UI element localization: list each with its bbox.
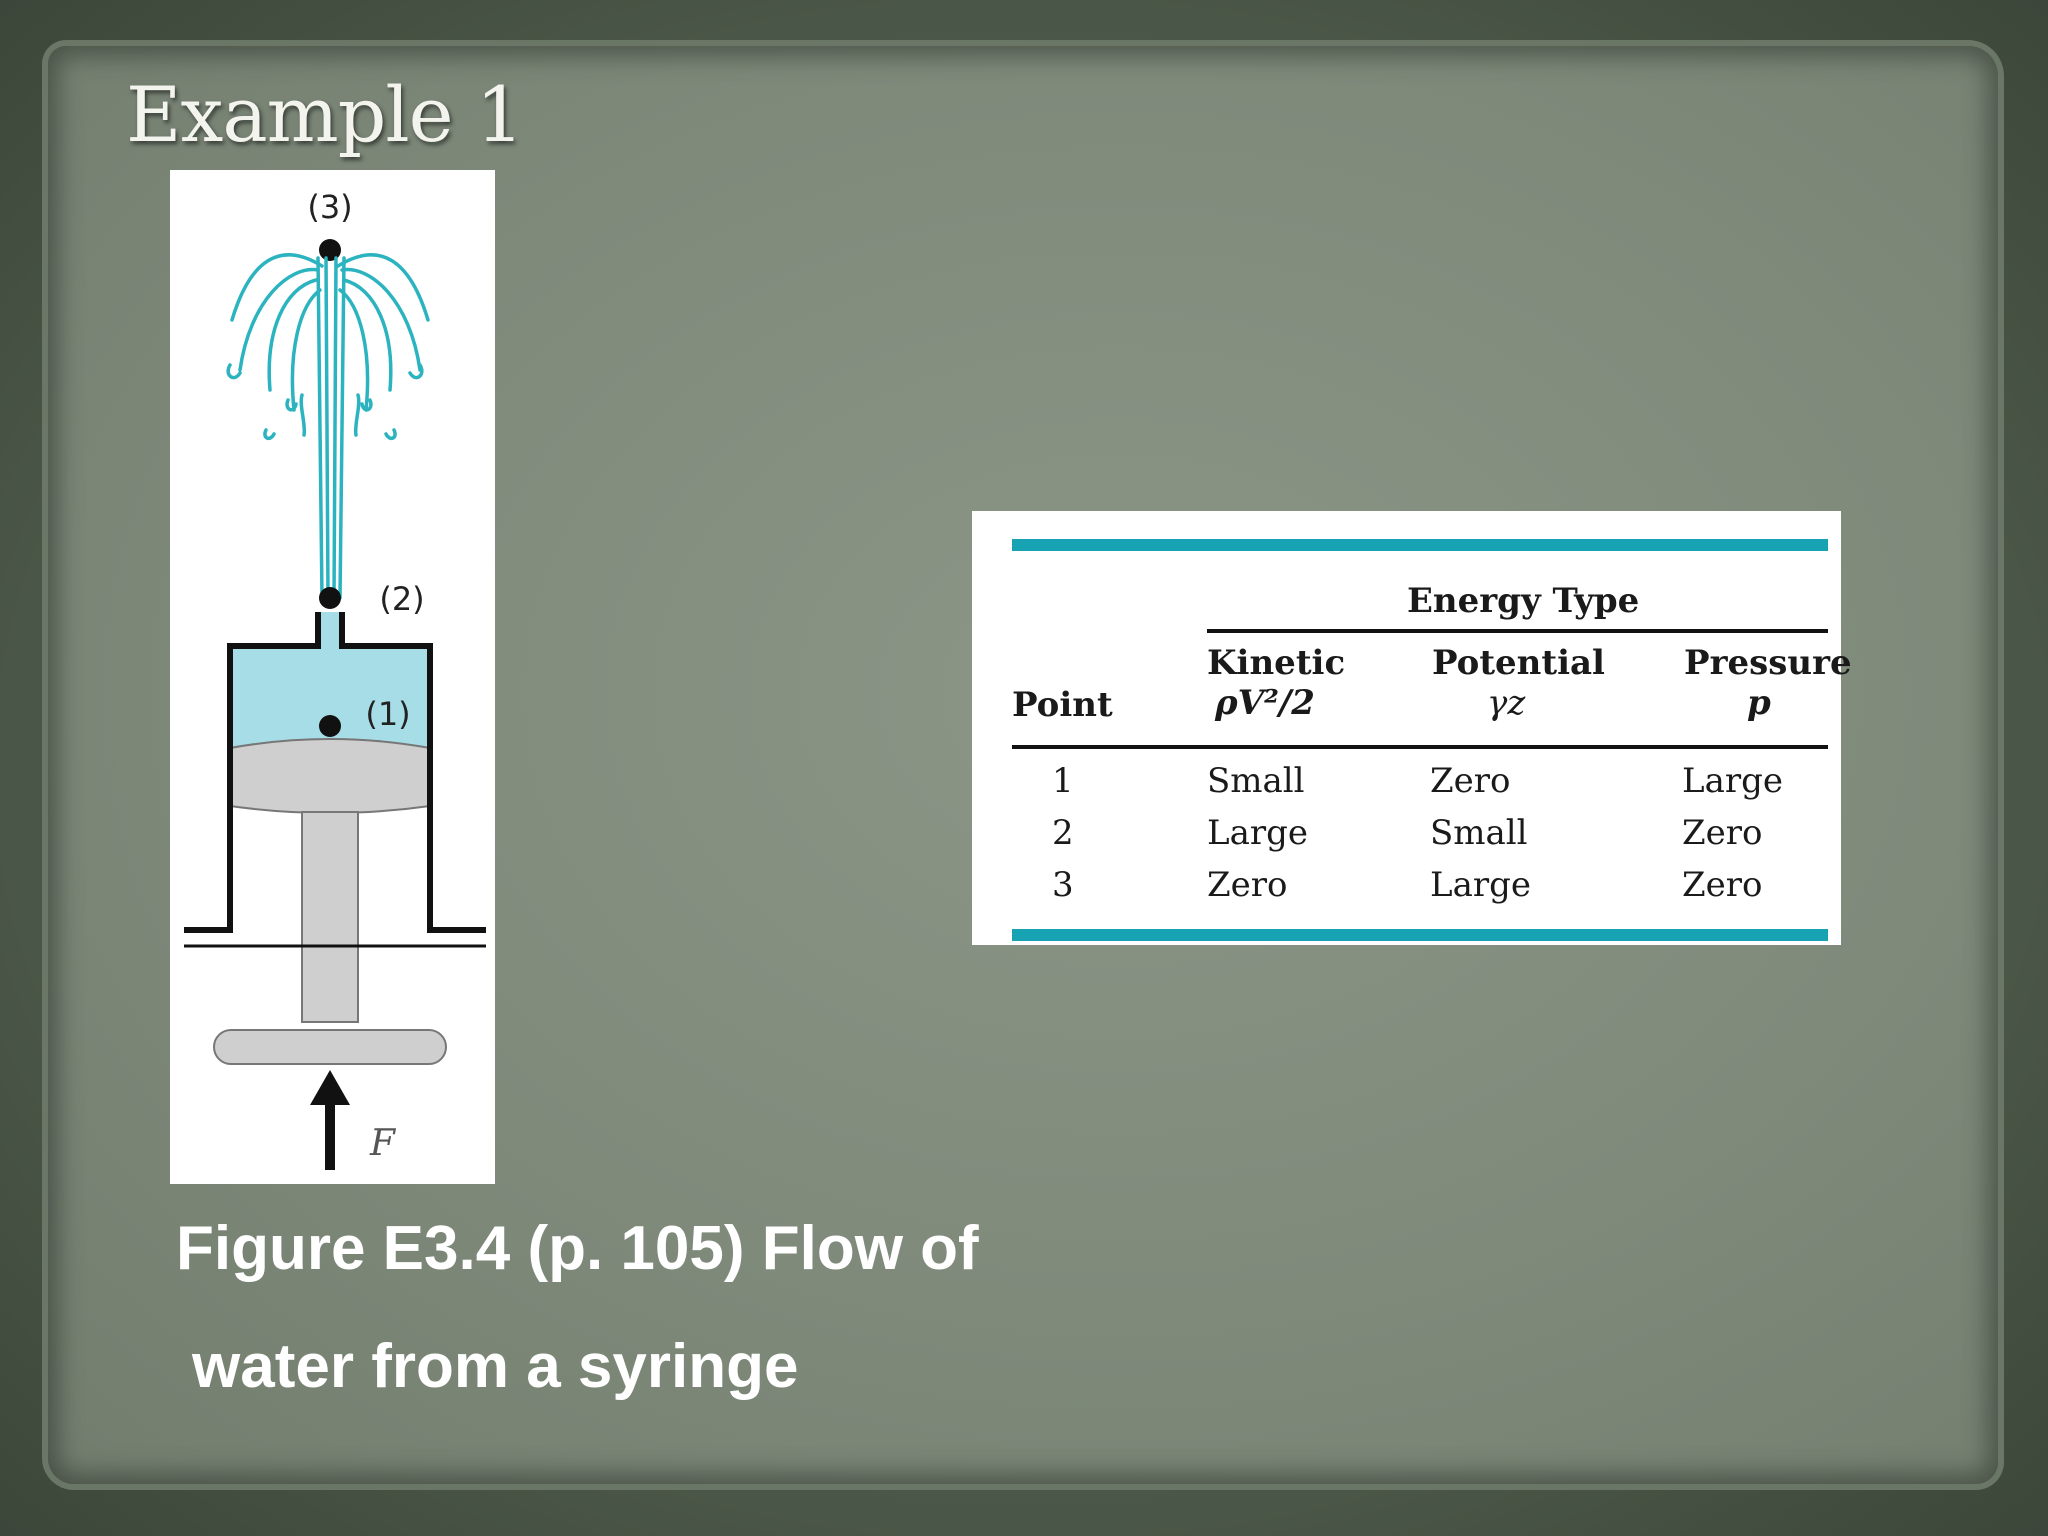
table-row-2-kinetic: Large [1207,813,1308,853]
point-3-marker [319,239,341,261]
header-body-rule [1012,745,1828,749]
table-row-1-potential: Zero [1430,761,1511,801]
table-top-bar [1012,539,1828,551]
table-row-1-kinetic: Small [1207,761,1305,801]
caption-line-1: Figure E3.4 (p. 105) Flow of [176,1214,979,1283]
label-point-1: (1) [365,695,410,733]
header-energy-type: Energy Type [1407,581,1640,621]
group-header-rule [1207,629,1828,633]
header-point: Point [1012,685,1113,725]
header-kinetic-symbol: ρV²/2 [1215,683,1315,723]
table-row-3-point: 3 [1052,865,1074,905]
label-point-3: (3) [307,188,352,226]
plunger-handle [213,1029,447,1065]
plunger-rod [301,811,359,1023]
syringe-figure: (3) (2) [170,170,495,1184]
table-row-3-pressure: Zero [1682,865,1763,905]
header-pressure: Pressure [1684,643,1852,683]
syringe-barrel [184,612,486,933]
table-row-3-potential: Large [1430,865,1531,905]
header-potential-symbol: γz [1487,683,1526,723]
table-row-3-kinetic: Zero [1207,865,1288,905]
syringe-diagram: (3) (2) [184,188,486,1170]
label-force: F [369,1123,397,1164]
energy-table-inner: Energy Type Point Kinetic ρV²/2 Potentia… [1012,529,1852,949]
table-row-1-pressure: Large [1682,761,1783,801]
force-arrow-head [310,1070,350,1105]
header-kinetic: Kinetic [1207,643,1346,683]
slide-title: Example 1 [126,70,524,159]
label-point-2: (2) [379,580,424,618]
table-row-2-potential: Small [1430,813,1528,853]
figure-caption: Figure E3.4 (p. 105) Flow of water from … [176,1190,1176,1426]
header-pressure-symbol: p [1747,683,1771,723]
caption-line-2: water from a syringe [192,1332,799,1401]
water-jet [226,253,430,600]
table-row-2-point: 2 [1052,813,1074,853]
energy-table: Energy Type Point Kinetic ρV²/2 Potentia… [972,511,1852,945]
point-2-marker [319,587,341,609]
table-row-2-pressure: Zero [1682,813,1763,853]
table-row-1-point: 1 [1052,761,1074,801]
table-bottom-bar [1012,929,1828,941]
point-1-marker [319,715,341,737]
header-potential: Potential [1432,643,1605,683]
piston-head [229,738,431,814]
